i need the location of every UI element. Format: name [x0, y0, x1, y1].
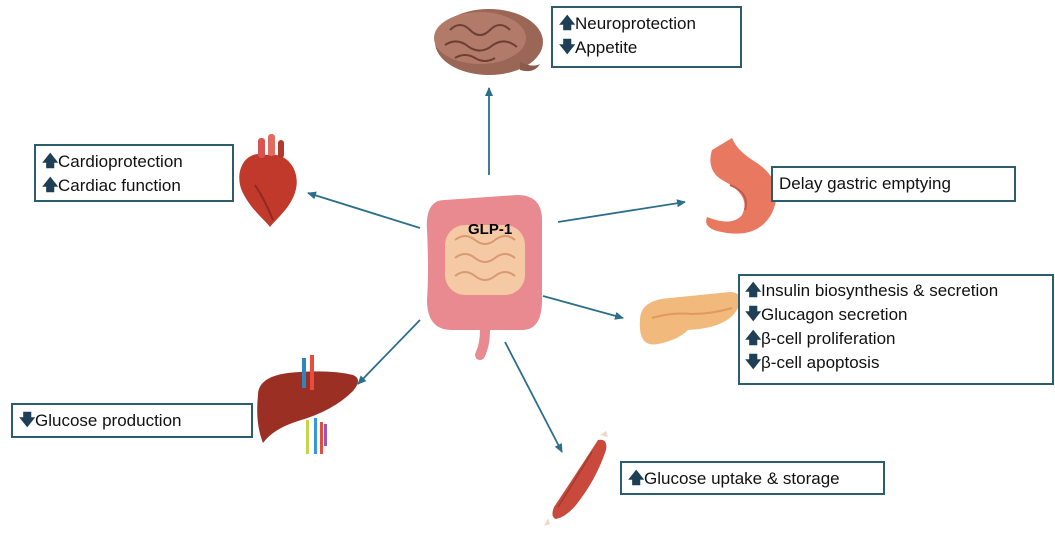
- effect-line: 🡅β-cell proliferation: [745, 327, 1047, 351]
- up-arrow-icon: 🡅: [559, 12, 572, 36]
- up-arrow-icon: 🡅: [745, 279, 758, 303]
- up-arrow-icon: 🡅: [745, 327, 758, 351]
- arrow-to-pancreas: [543, 296, 623, 318]
- effect-line: 🡅Cardioprotection: [42, 150, 226, 174]
- arrow-to-muscle: [505, 342, 562, 452]
- arrow-to-liver: [358, 320, 420, 384]
- beta-cell-apoptosis-text: β-cell apoptosis: [761, 351, 879, 375]
- cardioprotection-text: Cardioprotection: [58, 150, 183, 174]
- pancreas-effects-box: 🡅Insulin biosynthesis & secretion 🡇Gluca…: [738, 274, 1054, 385]
- cardiac-function-text: Cardiac function: [58, 174, 181, 198]
- stomach-effects-box: Delay gastric emptying: [771, 166, 1016, 202]
- muscle-icon: [544, 431, 608, 526]
- arrow-to-heart: [308, 193, 420, 228]
- glp1-label: GLP-1: [468, 221, 512, 238]
- brain-effects-box: 🡅Neuroprotection 🡇Appetite: [551, 6, 742, 68]
- glucose-production-text: Glucose production: [35, 409, 181, 433]
- beta-cell-proliferation-text: β-cell proliferation: [761, 327, 896, 351]
- effect-line: Delay gastric emptying: [779, 172, 1008, 196]
- effect-line: 🡇Glucose production: [19, 409, 245, 433]
- effect-line: 🡅Neuroprotection: [559, 12, 734, 36]
- stomach-icon: [706, 138, 776, 234]
- effect-line: 🡇Glucagon secretion: [745, 303, 1047, 327]
- liver-icon: [257, 355, 358, 454]
- heart-effects-box: 🡅Cardioprotection 🡅Cardiac function: [34, 144, 234, 202]
- down-arrow-icon: 🡇: [559, 36, 572, 60]
- down-arrow-icon: 🡇: [745, 303, 758, 327]
- arrow-to-stomach: [558, 202, 685, 222]
- neuroprotection-text: Neuroprotection: [575, 12, 696, 36]
- glucose-uptake-text: Glucose uptake & storage: [644, 467, 840, 491]
- effect-line: 🡅Cardiac function: [42, 174, 226, 198]
- glucagon-text: Glucagon secretion: [761, 303, 907, 327]
- effect-line: 🡇β-cell apoptosis: [745, 351, 1047, 375]
- delay-gastric-emptying-text: Delay gastric emptying: [779, 172, 951, 196]
- effect-line: 🡇Appetite: [559, 36, 734, 60]
- brain-icon: [434, 9, 543, 75]
- up-arrow-icon: 🡅: [628, 467, 641, 491]
- effect-line: 🡅Glucose uptake & storage: [628, 467, 877, 491]
- up-arrow-icon: 🡅: [42, 174, 55, 198]
- pancreas-icon: [640, 292, 740, 345]
- appetite-text: Appetite: [575, 36, 637, 60]
- down-arrow-icon: 🡇: [745, 351, 758, 375]
- down-arrow-icon: 🡇: [19, 409, 32, 433]
- muscle-effects-box: 🡅Glucose uptake & storage: [620, 461, 885, 495]
- liver-effects-box: 🡇Glucose production: [11, 403, 253, 438]
- up-arrow-icon: 🡅: [42, 150, 55, 174]
- intestine-icon: [427, 195, 542, 355]
- heart-icon: [239, 134, 296, 227]
- effect-line: 🡅Insulin biosynthesis & secretion: [745, 279, 1047, 303]
- insulin-text: Insulin biosynthesis & secretion: [761, 279, 998, 303]
